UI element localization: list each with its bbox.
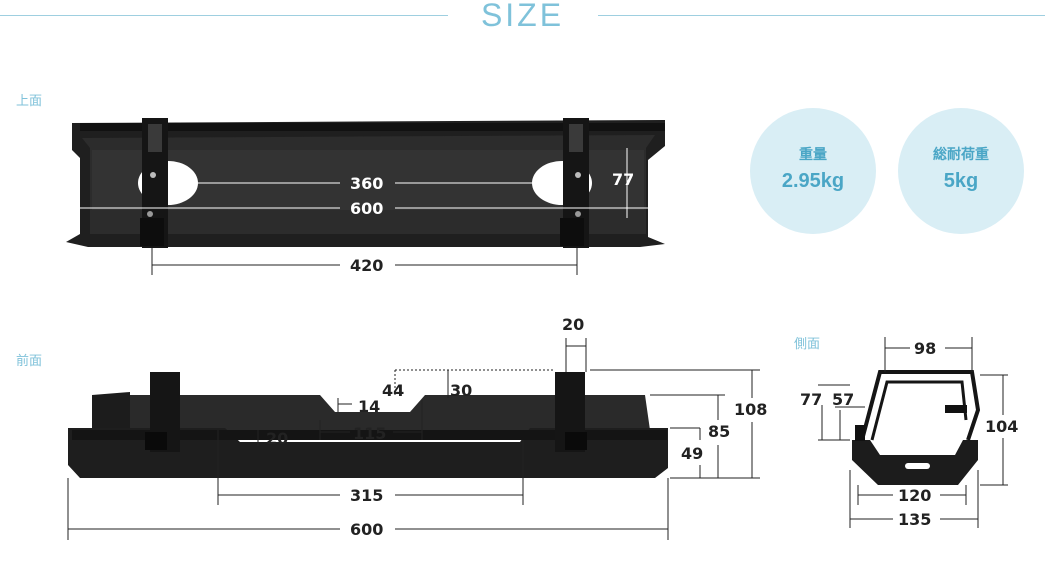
- dim-115: 115: [353, 424, 387, 443]
- front-view-label: 前面: [16, 353, 43, 368]
- header-rule-left: [0, 15, 448, 16]
- size-header: SIZE: [0, 0, 1045, 34]
- dim-85: 85: [708, 422, 731, 441]
- dim-14: 14: [358, 397, 381, 416]
- dim-108: 108: [734, 400, 768, 419]
- dim-104: 104: [985, 417, 1019, 436]
- header-rule-right: [598, 15, 1045, 16]
- front-dim-lines: [67, 338, 760, 540]
- dim-30: 30: [450, 381, 473, 400]
- dim-120: 120: [898, 486, 932, 505]
- dim-420: 420: [350, 256, 384, 275]
- dim-135: 135: [898, 510, 932, 529]
- dim-315: 315: [350, 486, 384, 505]
- weight-value: 2.95kg: [781, 170, 845, 192]
- side-view-tray: [852, 370, 981, 485]
- top-view-label: 上面: [16, 93, 43, 108]
- dim-360: 360: [350, 174, 384, 193]
- side-dim-lines: [818, 337, 1008, 528]
- dim-600-front: 600: [350, 520, 384, 539]
- dim-20-left: 20: [266, 429, 289, 448]
- dim-44: 44: [382, 381, 405, 400]
- load-capacity-value: 5kg: [943, 170, 979, 192]
- top-dim-420-line: [151, 248, 578, 275]
- top-view-tray: [66, 118, 665, 248]
- dim-600-top: 600: [350, 199, 384, 218]
- dim-98: 98: [914, 339, 937, 358]
- dim-77-side: 77: [800, 390, 823, 409]
- weight-label: 重量: [799, 146, 827, 162]
- side-view-label: 側面: [794, 336, 821, 351]
- dim-57: 57: [832, 390, 855, 409]
- load-capacity-label: 総耐荷重: [933, 146, 989, 162]
- dim-20-top: 20: [562, 315, 585, 334]
- dim-77-top: 77: [612, 170, 635, 189]
- weight-badge: 重量 2.95kg: [750, 108, 876, 234]
- page-title: SIZE: [480, 0, 565, 33]
- load-capacity-badge: 総耐荷重 5kg: [898, 108, 1024, 234]
- top-dim-lines: [80, 148, 648, 218]
- dim-49: 49: [681, 444, 704, 463]
